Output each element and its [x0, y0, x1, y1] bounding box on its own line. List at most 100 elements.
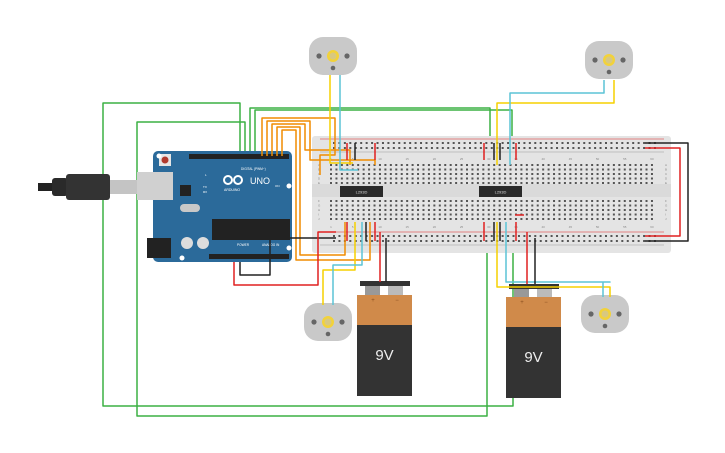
- breadboard-hole[interactable]: [433, 218, 436, 220]
- breadboard-hole[interactable]: [525, 200, 528, 202]
- breadboard-hole[interactable]: [330, 182, 332, 184]
- breadboard-hole[interactable]: [389, 173, 392, 175]
- rail-hole[interactable]: [637, 240, 640, 242]
- breadboard-hole[interactable]: [433, 204, 436, 207]
- breadboard-hole[interactable]: [650, 200, 653, 202]
- rail-hole[interactable]: [539, 235, 542, 237]
- rail-hole[interactable]: [545, 240, 548, 242]
- breadboard-hole[interactable]: [629, 213, 632, 216]
- rail-hole[interactable]: [599, 240, 602, 242]
- breadboard-hole[interactable]: [574, 182, 577, 184]
- breadboard-hole[interactable]: [340, 177, 343, 180]
- rail-hole[interactable]: [381, 235, 384, 237]
- dc-motor-1[interactable]: [309, 37, 357, 75]
- breadboard-hole[interactable]: [476, 204, 479, 207]
- breadboard-hole[interactable]: [634, 218, 637, 220]
- rail-hole[interactable]: [376, 240, 379, 242]
- rail-hole[interactable]: [512, 240, 515, 242]
- breadboard-hole[interactable]: [362, 213, 365, 216]
- breadboard-hole[interactable]: [449, 168, 452, 171]
- breadboard-hole[interactable]: [504, 213, 507, 216]
- breadboard-hole[interactable]: [574, 177, 577, 180]
- breadboard-hole[interactable]: [493, 168, 496, 171]
- breadboard-hole[interactable]: [645, 173, 648, 175]
- breadboard-hole[interactable]: [411, 218, 414, 220]
- rail-hole[interactable]: [458, 240, 461, 242]
- rail-hole[interactable]: [539, 142, 542, 144]
- breadboard-hole[interactable]: [640, 182, 643, 184]
- breadboard-hole[interactable]: [509, 182, 512, 184]
- breadboard-hole[interactable]: [563, 173, 566, 175]
- rail-hole[interactable]: [512, 147, 515, 149]
- rail-hole[interactable]: [354, 142, 357, 144]
- rail-hole[interactable]: [485, 147, 488, 149]
- breadboard-hole[interactable]: [525, 209, 528, 211]
- breadboard-hole[interactable]: [504, 209, 507, 211]
- breadboard-hole[interactable]: [373, 209, 376, 211]
- usb-cable[interactable]: [38, 174, 140, 200]
- breadboard-hole[interactable]: [449, 213, 452, 216]
- breadboard-hole[interactable]: [444, 182, 447, 184]
- breadboard-hole[interactable]: [525, 173, 528, 175]
- rail-hole[interactable]: [343, 147, 346, 149]
- breadboard-hole[interactable]: [650, 182, 653, 184]
- breadboard-hole[interactable]: [330, 213, 332, 216]
- rail-hole[interactable]: [479, 142, 482, 144]
- breadboard-hole[interactable]: [558, 213, 561, 216]
- breadboard-hole[interactable]: [368, 204, 371, 207]
- breadboard-hole[interactable]: [406, 168, 409, 171]
- rail-hole[interactable]: [333, 240, 335, 242]
- breadboard-hole[interactable]: [482, 173, 485, 175]
- breadboard-hole[interactable]: [602, 177, 604, 180]
- breadboard-hole[interactable]: [509, 204, 512, 207]
- breadboard-hole[interactable]: [400, 164, 403, 166]
- breadboard-hole[interactable]: [422, 177, 425, 180]
- breadboard-hole[interactable]: [514, 200, 517, 202]
- rail-hole[interactable]: [632, 142, 635, 144]
- breadboard-hole[interactable]: [493, 173, 496, 175]
- rail-hole[interactable]: [572, 147, 575, 149]
- breadboard-hole[interactable]: [351, 182, 354, 184]
- breadboard-hole[interactable]: [607, 200, 610, 202]
- breadboard-hole[interactable]: [389, 209, 392, 211]
- rail-hole[interactable]: [485, 235, 488, 237]
- breadboard-hole[interactable]: [542, 177, 545, 180]
- rail-hole[interactable]: [577, 142, 580, 144]
- breadboard-hole[interactable]: [547, 213, 550, 216]
- green-wire[interactable]: [136, 121, 488, 417]
- breadboard-hole[interactable]: [602, 209, 604, 211]
- rail-hole[interactable]: [507, 142, 510, 144]
- rail-hole[interactable]: [626, 240, 629, 242]
- rail-hole[interactable]: [474, 235, 477, 237]
- breadboard-hole[interactable]: [634, 168, 637, 171]
- breadboard-hole[interactable]: [536, 209, 539, 211]
- cyan-wire[interactable]: [505, 222, 611, 297]
- breadboard-hole[interactable]: [650, 168, 653, 171]
- breadboard-hole[interactable]: [466, 204, 468, 207]
- breadboard-hole[interactable]: [547, 177, 550, 180]
- breadboard-hole[interactable]: [640, 177, 643, 180]
- breadboard-hole[interactable]: [596, 209, 599, 211]
- cyan-wire[interactable]: [339, 75, 358, 171]
- breadboard-hole[interactable]: [357, 204, 360, 207]
- breadboard-hole[interactable]: [645, 213, 648, 216]
- breadboard-hole[interactable]: [504, 182, 507, 184]
- breadboard-hole[interactable]: [406, 213, 409, 216]
- rail-hole[interactable]: [588, 240, 591, 242]
- breadboard-hole[interactable]: [335, 209, 338, 211]
- breadboard-hole[interactable]: [607, 209, 610, 211]
- rail-hole[interactable]: [550, 147, 553, 149]
- breadboard-hole[interactable]: [634, 213, 637, 216]
- rail-hole[interactable]: [588, 235, 591, 237]
- breadboard-hole[interactable]: [362, 200, 365, 202]
- breadboard-hole[interactable]: [574, 164, 577, 166]
- rail-hole[interactable]: [441, 240, 444, 242]
- breadboard-hole[interactable]: [558, 182, 561, 184]
- breadboard-hole[interactable]: [487, 218, 490, 220]
- rail-hole[interactable]: [430, 142, 433, 144]
- rail-hole[interactable]: [469, 235, 471, 237]
- breadboard-hole[interactable]: [330, 168, 332, 171]
- breadboard-holes[interactable]: [320, 138, 664, 246]
- breadboard-hole[interactable]: [607, 213, 610, 216]
- rail-hole[interactable]: [599, 142, 602, 144]
